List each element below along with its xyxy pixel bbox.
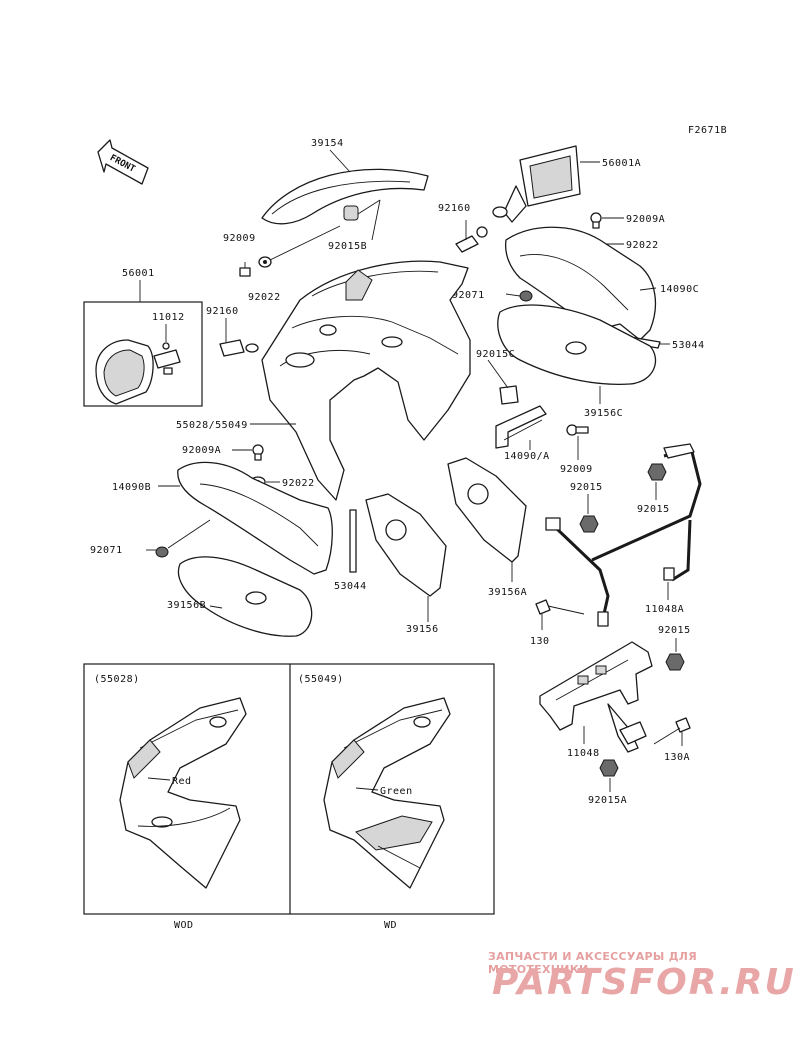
pad-39156B bbox=[177, 556, 313, 637]
label-53044-mid: 53044 bbox=[334, 581, 367, 592]
label-92071-left: 92071 bbox=[90, 545, 123, 556]
nut-92015-right bbox=[647, 463, 667, 481]
label-39156: 39156 bbox=[406, 624, 439, 635]
nut-92071-top bbox=[519, 290, 533, 302]
label-14090A: 14090/A bbox=[504, 451, 550, 462]
label-92015C: 92015C bbox=[476, 349, 515, 360]
mirror-56001 bbox=[95, 339, 181, 405]
rod-53044-mid bbox=[349, 509, 357, 573]
label-39156C: 39156C bbox=[584, 408, 623, 419]
grommet-92015C bbox=[499, 385, 519, 405]
inset-left-title: (55028) bbox=[94, 674, 140, 685]
label-11048A: 11048A bbox=[645, 604, 684, 615]
label-130: 130 bbox=[530, 636, 550, 647]
mirror-56001A bbox=[492, 145, 581, 223]
fairing-55028-red bbox=[119, 697, 247, 889]
screw-92009A-mid bbox=[252, 444, 264, 461]
inset-right-title: (55049) bbox=[298, 674, 344, 685]
inset-right-color: Green bbox=[380, 786, 413, 797]
screw-92009A-top bbox=[590, 212, 602, 229]
label-92071-top: 92071 bbox=[452, 290, 485, 301]
label-92160-top: 92160 bbox=[438, 203, 471, 214]
windshield-39154 bbox=[261, 168, 429, 225]
label-92022-mid: 92022 bbox=[282, 478, 315, 489]
variant-inset-frame bbox=[83, 663, 495, 915]
watermark-tagline: ЗАПЧАСТИ И АКСЕССУАРЫ ДЛЯ МОТОТЕХНИКИ bbox=[488, 950, 698, 976]
front-arrow-icon: FRONT bbox=[97, 139, 149, 185]
label-56001: 56001 bbox=[122, 268, 155, 279]
label-92009-mid: 92009 bbox=[560, 464, 593, 475]
bolt-130 bbox=[535, 599, 585, 615]
nut-92071-left bbox=[155, 546, 169, 558]
label-55028-55049: 55028/55049 bbox=[176, 420, 248, 431]
label-39156A: 39156A bbox=[488, 587, 527, 598]
label-92015-right: 92015 bbox=[637, 504, 670, 515]
label-92015A: 92015A bbox=[588, 795, 627, 806]
bolt-130A bbox=[653, 717, 691, 745]
label-14090B: 14090B bbox=[112, 482, 151, 493]
inset-left-caption: WOD bbox=[174, 920, 194, 931]
watermark-logo: PARTSFOR.RU bbox=[492, 962, 796, 1003]
label-92022-left: 92022 bbox=[248, 292, 281, 303]
inner-panel-14090B bbox=[177, 461, 333, 575]
mirror-56001-box bbox=[83, 301, 203, 407]
pad-39156 bbox=[365, 493, 447, 597]
stay-11048 bbox=[539, 641, 653, 753]
label-39154: 39154 bbox=[311, 138, 344, 149]
inner-panel-14090C bbox=[504, 226, 657, 341]
bracket-92160-top bbox=[455, 226, 488, 253]
screw-92009 bbox=[239, 262, 251, 277]
label-11012: 11012 bbox=[152, 312, 185, 323]
label-39156B: 39156B bbox=[167, 600, 206, 611]
bracket-14090A bbox=[495, 405, 547, 449]
label-92015-low: 92015 bbox=[658, 625, 691, 636]
label-53044-top: 53044 bbox=[672, 340, 705, 351]
label-56001A: 56001A bbox=[602, 158, 641, 169]
washer-92022-left bbox=[258, 256, 272, 268]
nut-92015A bbox=[599, 759, 619, 777]
pad-39156A bbox=[447, 457, 527, 563]
fairing-55049-green bbox=[323, 697, 451, 889]
upper-fairing-55028-55049 bbox=[261, 260, 471, 501]
label-92015B: 92015B bbox=[328, 241, 367, 252]
label-92022-right: 92022 bbox=[626, 240, 659, 251]
nut-92015-mid bbox=[579, 515, 599, 533]
label-14090C: 14090C bbox=[660, 284, 699, 295]
label-92009A-top: 92009A bbox=[626, 214, 665, 225]
label-130A: 130A bbox=[664, 752, 690, 763]
nut-92015-low bbox=[665, 653, 685, 671]
figure-code: F2671B bbox=[688, 125, 727, 136]
bracket-92160-left bbox=[219, 339, 259, 357]
grommet-92015B bbox=[343, 205, 359, 221]
label-11048: 11048 bbox=[567, 748, 600, 759]
label-92009A-mid: 92009A bbox=[182, 445, 221, 456]
label-92009: 92009 bbox=[223, 233, 256, 244]
inset-left-color: Red bbox=[172, 776, 192, 787]
label-92160-left: 92160 bbox=[206, 306, 239, 317]
label-92015-mid: 92015 bbox=[570, 482, 603, 493]
pad-39156C bbox=[497, 304, 657, 385]
stay-11048A bbox=[545, 443, 702, 627]
screw-92009-mid bbox=[566, 424, 589, 436]
inset-right-caption: WD bbox=[384, 920, 397, 931]
